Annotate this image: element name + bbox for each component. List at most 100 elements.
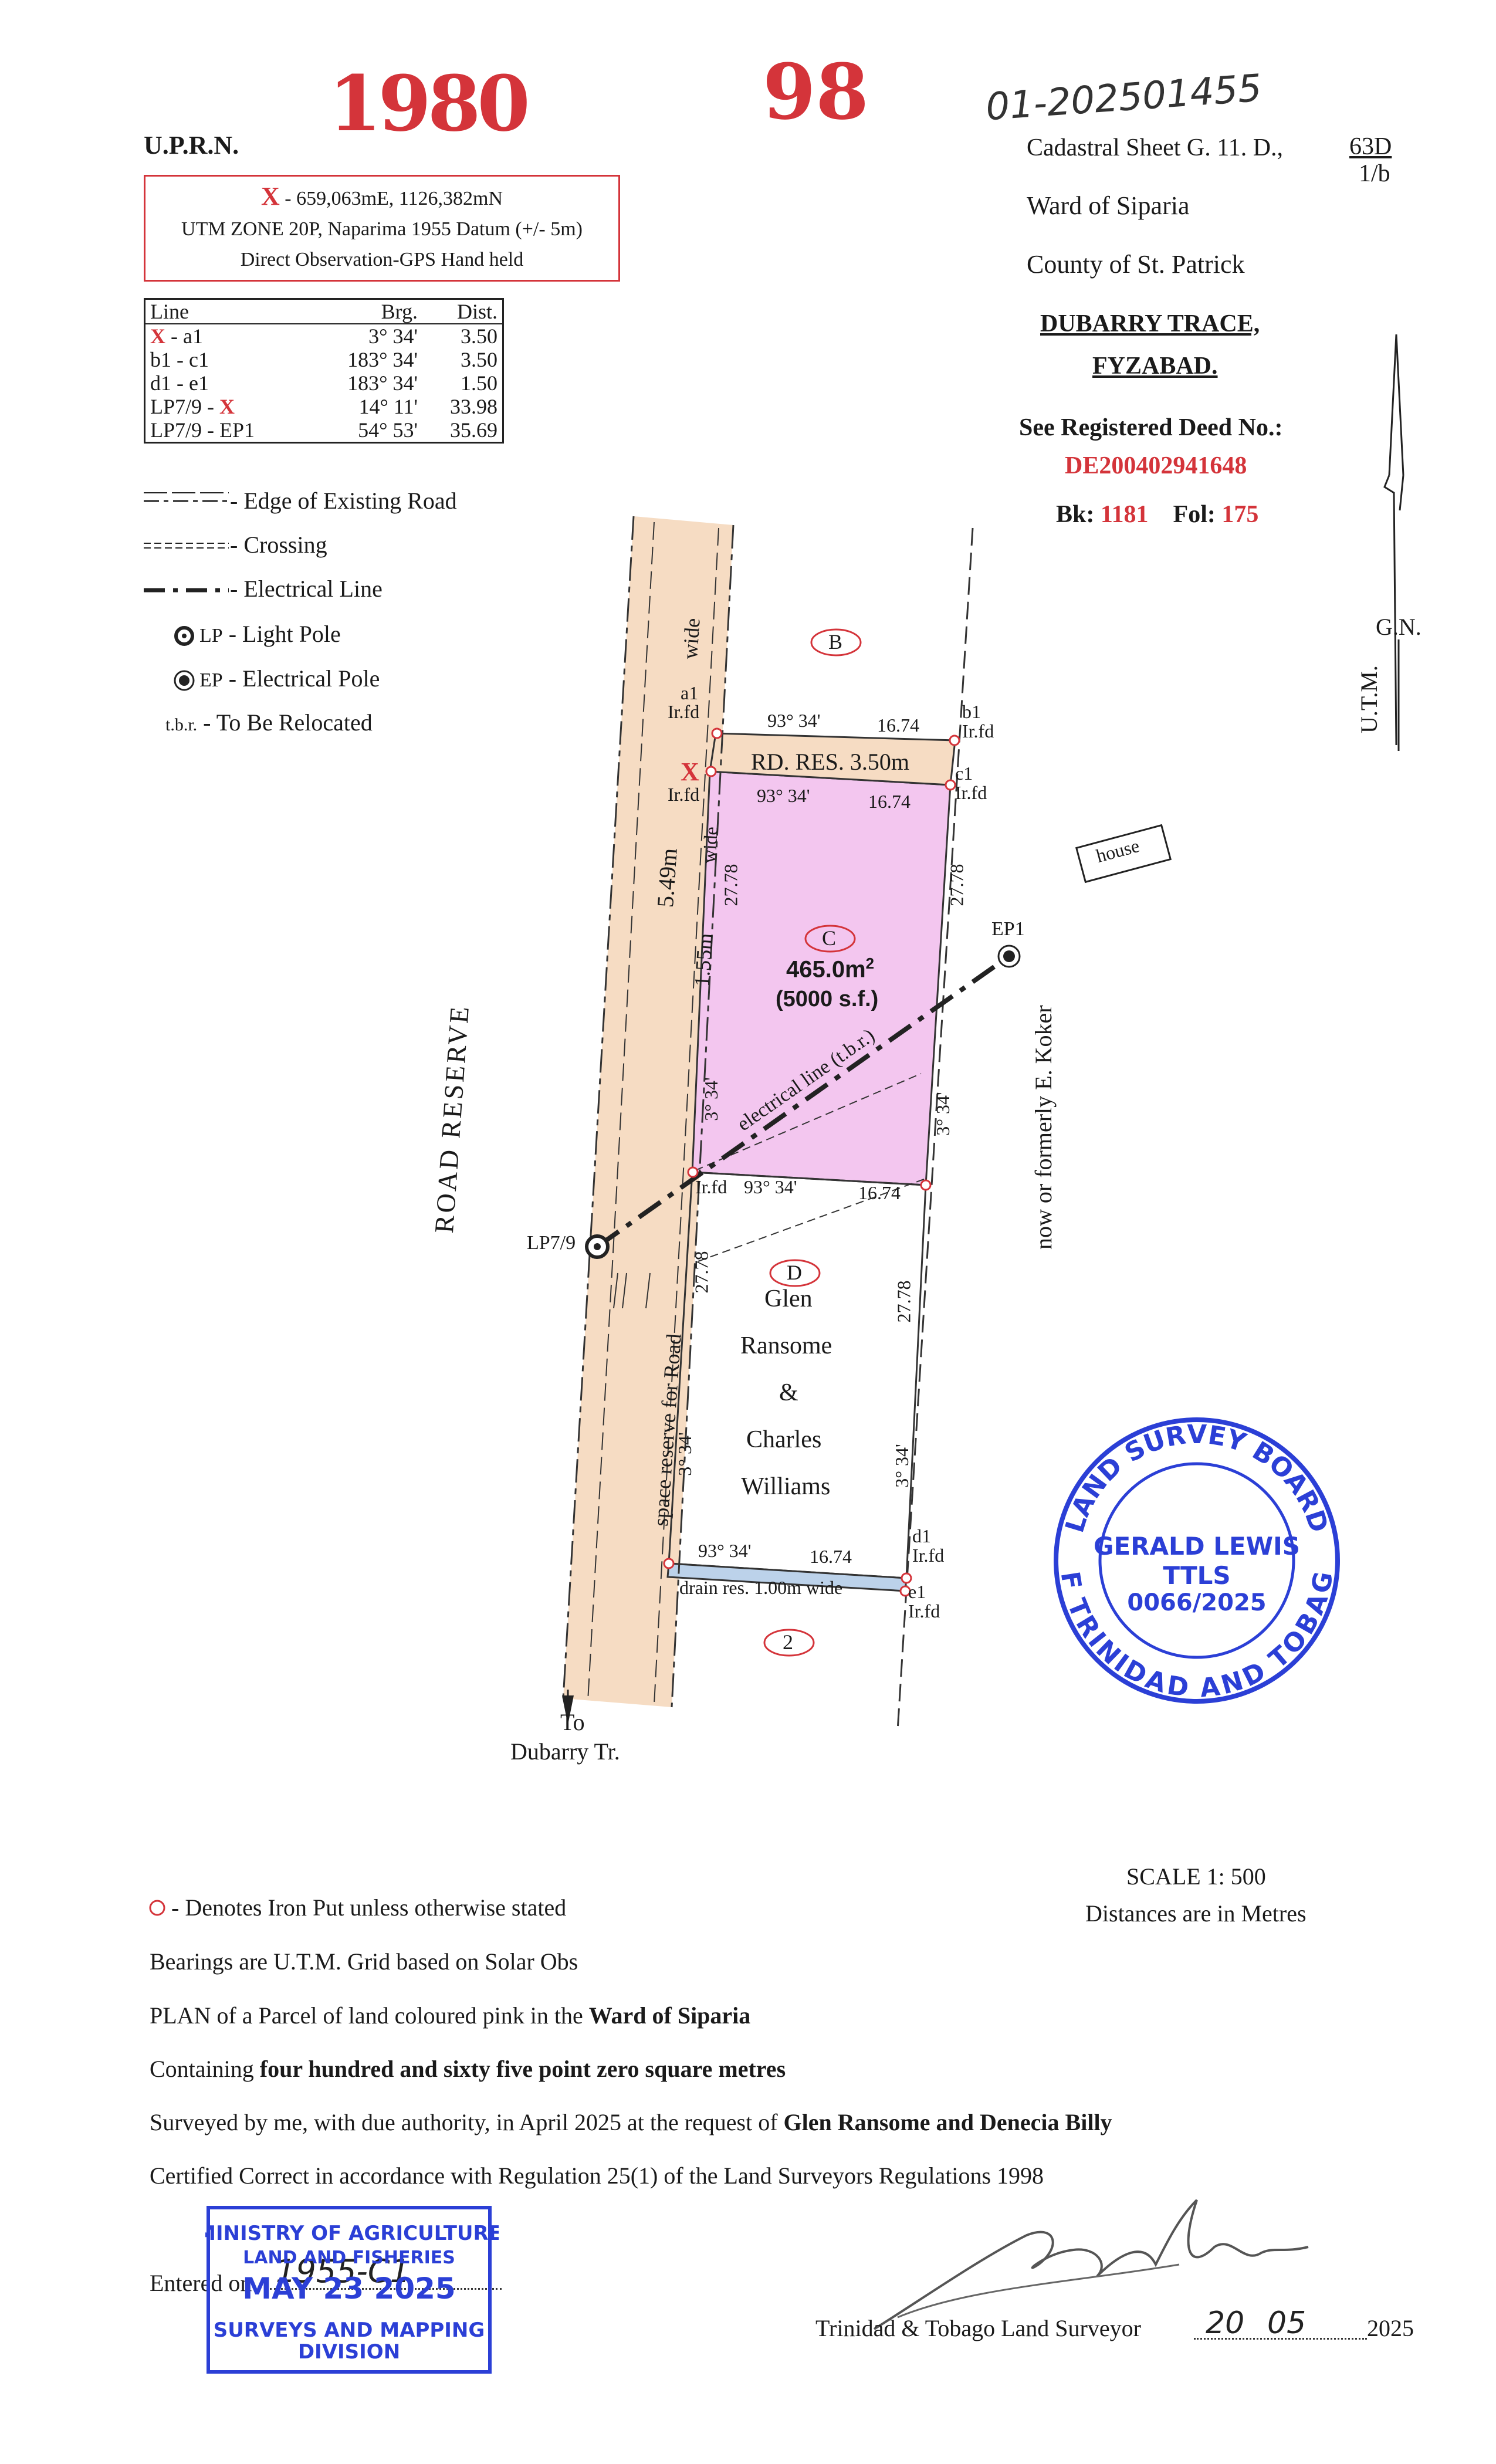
dist-x-c1: 16.74 — [868, 791, 911, 812]
iron-put-sw-c — [687, 1166, 699, 1178]
plan-text: PLAN of a Parcel of land coloured pink i… — [150, 2002, 589, 2029]
line-label: LP7/9 - EP1 — [150, 418, 255, 442]
tbr-text: - To Be Relocated — [203, 709, 373, 736]
dist-c-east: 27.78 — [946, 864, 967, 906]
corner-b1-irfd: Ir.fd — [962, 720, 994, 742]
brg-d-east: 3° 34' — [891, 1444, 912, 1488]
iron-put-d1 — [901, 1572, 912, 1584]
legend-crossing: - Crossing — [230, 532, 327, 558]
ref-number-left: 1980 — [329, 59, 530, 148]
road-res-label: RD. RES. 3.50m — [751, 749, 910, 775]
distance-value: 33.98 — [450, 395, 497, 418]
deed-number: DE200402941648 — [1065, 452, 1247, 479]
parcel-area: 465.0m2 — [786, 955, 874, 983]
corner-b1-label: b1 — [962, 701, 981, 722]
stamp-surveyor-number: 0066/2025 — [1127, 1589, 1266, 1616]
to-destination: Dubarry Tr. — [510, 1738, 620, 1765]
lp79-label: LP7/9 — [527, 1232, 576, 1254]
drain-res-label: drain res. 1.00m wide — [679, 1577, 843, 1598]
scale-units: Distances are in Metres — [1085, 1900, 1307, 1927]
note-iron-put: - Denotes Iron Put unless otherwise stat… — [171, 1894, 567, 1921]
legend-light-pole: LP - Light Pole — [199, 620, 341, 648]
legend-tbr: t.b.r. - To Be Relocated — [165, 709, 373, 736]
line-x-marker: X — [219, 395, 235, 418]
entry-handwritten: 1955-C1 — [276, 2253, 410, 2290]
stamp-top-text: LAND SURVEY BOARD — [1060, 1420, 1333, 1536]
neighbour-label: now or formerly E. Koker — [1030, 1005, 1057, 1250]
ward: Ward of Siparia — [1027, 191, 1190, 220]
lot-2-oval — [763, 1629, 815, 1657]
bearing-table: Line Brg. Dist. X - a1 3° 34' 3.50 b1 - … — [144, 298, 504, 444]
bearing-table-header: Line Brg. Dist. — [144, 299, 503, 324]
corner-c1-label: c1 — [955, 763, 973, 784]
sign-day: 20 — [1206, 2306, 1245, 2341]
legend-symbols — [144, 492, 229, 691]
table-row: d1 - e1 183° 34' 1.50 — [145, 371, 503, 395]
bearing-value: 14° 11' — [358, 395, 418, 418]
grid-north-label: G.N. — [1376, 614, 1421, 640]
lot-b-oval — [810, 628, 862, 656]
utm-method: Direct Observation-GPS Hand held — [240, 249, 524, 270]
bearing-value: 54° 53' — [358, 418, 418, 442]
road-reserve-area — [563, 516, 733, 1707]
surveyor-label: Trinidad & Tobago Land Surveyor — [815, 2315, 1141, 2341]
book-folio: Bk: 1181 Fol: 175 — [1056, 500, 1258, 529]
note-plan: PLAN of a Parcel of land coloured pink i… — [150, 2002, 750, 2029]
book-label: Bk: — [1056, 501, 1095, 528]
entered-on-dots — [270, 2288, 502, 2290]
ep1-label: EP1 — [991, 918, 1025, 940]
iron-put-sw-d — [663, 1558, 675, 1569]
dist-d-east: 27.78 — [893, 1280, 915, 1323]
note-containing: Containing four hundred and sixty five p… — [150, 2055, 786, 2083]
corner-x-irfd: Ir.fd — [668, 784, 700, 805]
corner-sw-c-irfd: Ir.fd — [695, 1176, 727, 1197]
light-pole-abbr: LP — [199, 625, 223, 647]
stamp-surveyor-name: GERALD LEWIS — [1094, 1532, 1300, 1561]
corner-e1-irfd: Ir.fd — [908, 1600, 940, 1622]
location-line2: FYZABAD. — [1092, 353, 1218, 380]
scale-label: SCALE 1: 500 — [1126, 1863, 1266, 1890]
utm-datum: UTM ZONE 20P, Naparima 1955 Datum (+/- 5… — [181, 218, 583, 240]
corner-a1-irfd: Ir.fd — [668, 701, 700, 722]
area-value: 465.0m — [786, 956, 866, 983]
road-width: 5.49m — [651, 847, 682, 909]
note-bearings: Bearings are U.T.M. Grid based on Solar … — [150, 1948, 578, 1975]
electrical-pole-text: - Electrical Pole — [228, 665, 380, 692]
sign-month: 05 — [1267, 2306, 1307, 2341]
ref-number-center: 98 — [763, 47, 869, 137]
distance-value: 3.50 — [461, 324, 497, 348]
legend-electrical-line: - Electrical Line — [230, 576, 383, 602]
parcel-d — [668, 1171, 927, 1579]
bearing-value: 183° 34' — [347, 348, 418, 371]
table-row: b1 - c1 183° 34' 3.50 — [145, 348, 503, 371]
electrical-pole-abbr: EP — [199, 669, 223, 691]
distance-value: 3.50 — [461, 348, 497, 371]
iron-put-x — [705, 766, 717, 777]
line-label: d1 - e1 — [150, 371, 209, 395]
corner-d1-label: d1 — [912, 1525, 931, 1546]
parcel-area-sf: (5000 s.f.) — [776, 987, 879, 1011]
space-reserve-width: 1.55m — [689, 932, 717, 987]
sign-date-dots — [1194, 2338, 1367, 2340]
ministry-stamp-date: MAY 23 2025 — [242, 2272, 455, 2306]
sheet-number-top: 63D — [1349, 133, 1392, 160]
lot-b-label: B — [828, 630, 843, 654]
to-label: To — [560, 1709, 585, 1735]
corner-d1-irfd: Ir.fd — [912, 1545, 945, 1566]
distance-value: 1.50 — [461, 371, 497, 395]
line-label: LP7/9 - — [150, 395, 220, 418]
entered-on-label: Entered on — [150, 2270, 252, 2296]
location-line1: DUBARRY TRACE, — [1040, 310, 1260, 337]
legend-electrical-pole: EP - Electrical Pole — [199, 665, 380, 692]
col-dist: Dist. — [422, 299, 503, 324]
iron-put-a1 — [711, 727, 723, 739]
table-row: LP7/9 - EP1 54° 53' 35.69 — [145, 418, 503, 443]
table-row: X - a1 3° 34' 3.50 — [145, 324, 503, 348]
brg-c-bottom: 93° 34' — [744, 1176, 797, 1197]
bearing-value: 183° 34' — [347, 371, 418, 395]
surveyed-text: Surveyed by me, with due authority, in A… — [150, 2109, 784, 2135]
owner-name-5: Williams — [741, 1473, 831, 1500]
utm-x-marker: X — [260, 182, 280, 211]
utm-coords: - 659,063mE, 1126,382mN — [285, 188, 503, 209]
cadastral-sheet: Cadastral Sheet G. 11. D., — [1027, 134, 1284, 161]
